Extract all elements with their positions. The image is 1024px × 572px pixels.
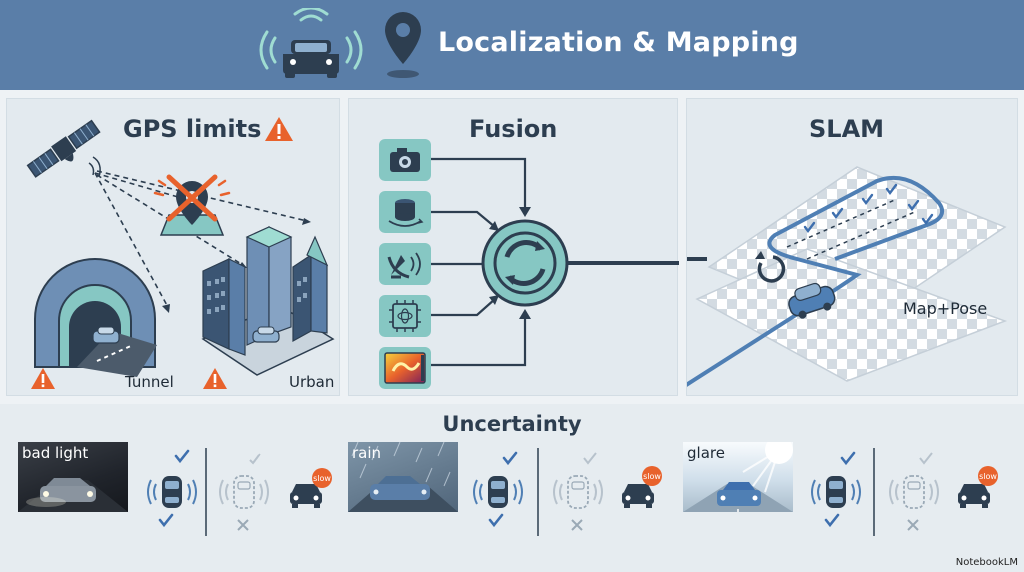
radar-icon: [379, 243, 431, 285]
uncertainty-group-glare: slow: [811, 448, 998, 536]
uncertainty-section: Uncertainty: [0, 404, 1024, 572]
glare-scene: glare: [683, 442, 793, 512]
slow-badge: slow: [643, 472, 661, 481]
fusion-hub-icon: [481, 219, 569, 307]
car-icon: [788, 282, 836, 319]
night-car-image: [18, 478, 128, 512]
page-title: Localization & Mapping: [438, 27, 799, 58]
camera-icon: [379, 139, 431, 181]
glare-car-image: [683, 442, 793, 512]
header-illustration: [259, 8, 421, 78]
no-signal-location-icon: [153, 174, 231, 236]
tunnel-illustration: [34, 258, 157, 377]
slam-trajectory: [687, 175, 944, 387]
gps-limits-panel: GPS limits Tunnel Urban: [6, 98, 340, 396]
uncertainty-title: Uncertainty: [442, 412, 582, 436]
urban-label: Urban: [289, 373, 335, 391]
car-icon: [283, 40, 339, 78]
slow-badge: slow: [313, 474, 331, 483]
tunnel-label: Tunnel: [125, 373, 174, 391]
location-pin-icon: [385, 12, 421, 78]
thermal-icon: [379, 347, 431, 389]
rain-car-image: [348, 442, 458, 512]
car-icon: [252, 326, 280, 343]
rain-scene: rain: [348, 442, 458, 512]
satellite-icon: [26, 119, 101, 178]
warning-icon: [31, 368, 55, 389]
urban-buildings-illustration: [201, 226, 335, 376]
uncertainty-illustration: slow slow slow: [147, 448, 998, 536]
lidar-icon: [379, 191, 431, 233]
signal-waves-icon: [259, 8, 363, 70]
imu-chip-icon: [379, 295, 431, 337]
map-pose-label: Map+Pose: [903, 299, 988, 318]
condition-label-bad-light: bad light: [22, 444, 89, 462]
loop-closure-icon: [755, 251, 786, 283]
car-icon: [92, 326, 120, 344]
warning-icon: [203, 368, 227, 389]
bad-light-scene: bad light: [18, 442, 128, 512]
slam-illustration: [687, 166, 1008, 387]
gps-limits-illustration: [26, 117, 335, 389]
fusion-title: Fusion: [469, 115, 558, 143]
condition-label-rain: rain: [352, 444, 382, 462]
uncertainty-group-bad-light: slow: [147, 448, 332, 536]
header-bar: Localization & Mapping: [0, 0, 1024, 90]
warning-icon: [265, 117, 293, 141]
fusion-illustration: [379, 139, 679, 389]
uncertainty-group-rain: slow: [473, 448, 662, 536]
slam-title: SLAM: [809, 115, 885, 143]
condition-label-glare: glare: [687, 444, 725, 462]
fusion-panel: Fusion: [348, 98, 679, 396]
slow-badge: slow: [979, 472, 997, 481]
check-icons: [803, 183, 934, 233]
fusion-arrows: [431, 157, 527, 367]
watermark-text: NotebookLM: [955, 557, 1018, 568]
slam-panel: SLAM Map+Pose: [686, 98, 1018, 396]
gps-limits-title: GPS limits: [123, 115, 262, 143]
